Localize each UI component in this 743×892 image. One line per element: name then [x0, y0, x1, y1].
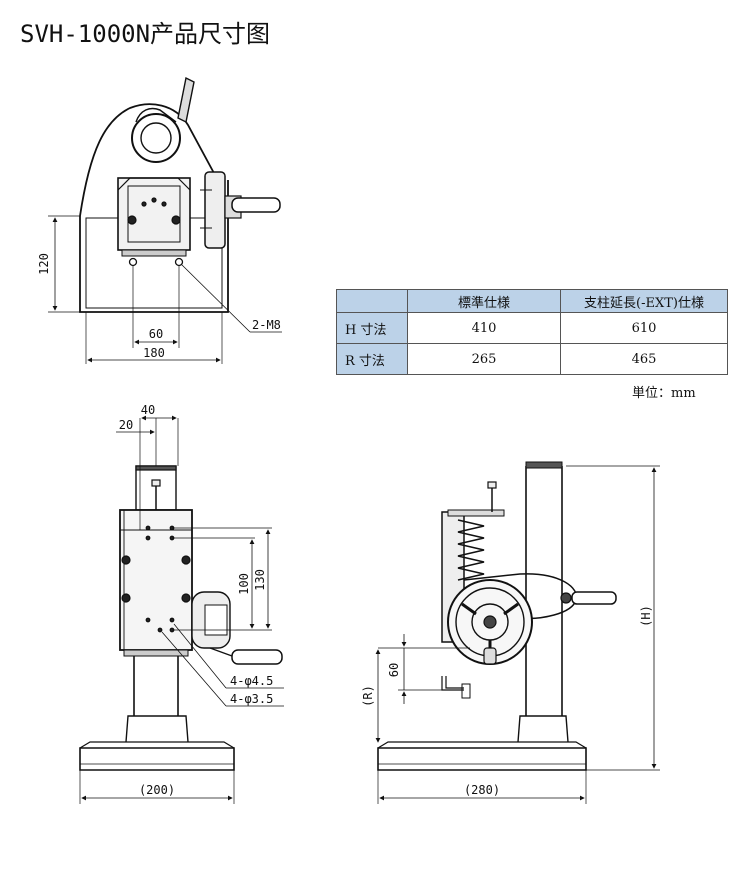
top-view: [48, 76, 282, 364]
dim-hole-spacing: 60: [149, 327, 163, 341]
table-row: H 寸法 410 610: [336, 312, 728, 344]
hole-callout-35: 4-φ3.5: [230, 692, 273, 706]
dim-base-depth: (280): [464, 783, 500, 797]
hole-callout-45: 4-φ4.5: [230, 674, 273, 688]
dim-side-h: (H): [639, 605, 653, 627]
header-blank: [336, 289, 408, 313]
page-title: SVH-1000N产品尺寸图: [20, 20, 271, 48]
cell-r-standard: 265: [407, 343, 561, 375]
dim-top-height: 120: [37, 253, 51, 275]
spec-table-header: 標準仕様 支柱延長(-EXT)仕様: [336, 289, 728, 313]
dim-base-width: (200): [139, 783, 175, 797]
front-view: [79, 415, 284, 804]
cell-h-standard: 410: [407, 312, 561, 344]
spec-table: 標準仕様 支柱延長(-EXT)仕様 H 寸法 410 610 R 寸法 265 …: [336, 289, 728, 375]
dim-top-width: 180: [143, 346, 165, 360]
table-row: R 寸法 265 465: [336, 343, 728, 375]
dim-side-60: 60: [387, 663, 401, 677]
side-view: [375, 461, 660, 804]
unit-label: 単位：mm: [632, 386, 696, 401]
row-label-r: R 寸法: [336, 343, 408, 375]
dim-side-r: (R): [361, 685, 375, 707]
thread-callout: 2-M8: [252, 318, 281, 332]
dim-front-130: 130: [253, 569, 267, 591]
dim-front-100: 100: [237, 573, 251, 595]
cell-r-ext: 465: [560, 343, 728, 375]
dim-front-40: 40: [141, 403, 155, 417]
cell-h-ext: 610: [560, 312, 728, 344]
dim-front-20: 20: [119, 418, 133, 432]
header-ext: 支柱延長(-EXT)仕様: [560, 289, 728, 313]
header-standard: 標準仕様: [407, 289, 561, 313]
row-label-h: H 寸法: [336, 312, 408, 344]
